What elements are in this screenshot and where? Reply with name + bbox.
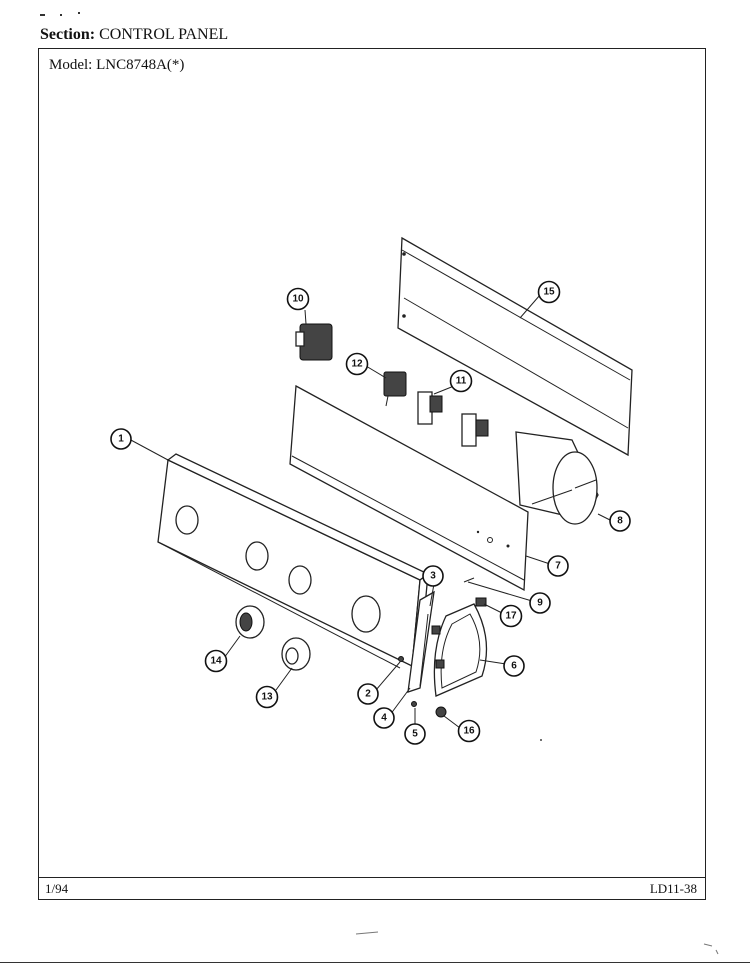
callout-label-6: 6 [511, 661, 517, 672]
knob-part-14 [235, 605, 265, 639]
diagram-frame: Model: LNC8748A(*) 1/94 LD11-38 [38, 48, 706, 900]
callout-label-2: 2 [365, 689, 371, 700]
page-bottom-rule [0, 962, 750, 963]
leader-lines [128, 294, 613, 729]
callout-12: 12 [345, 352, 369, 376]
front-console-part [157, 453, 430, 669]
callout-11: 11 [449, 369, 473, 393]
callout-label-5: 5 [412, 729, 418, 740]
callout-label-15: 15 [543, 287, 555, 298]
model-label: Model: [49, 57, 93, 73]
callout-5: 5 [404, 723, 426, 745]
callout-14: 14 [204, 649, 228, 673]
light-bracket-part [431, 603, 488, 697]
callout-9: 9 [529, 592, 551, 614]
callout-label-10: 10 [292, 294, 304, 305]
section-value: CONTROL PANEL [99, 26, 229, 43]
revision-date: 1/94 [45, 881, 69, 896]
switch-part-11 [417, 391, 489, 447]
callout-label-7: 7 [555, 561, 561, 572]
scan-mark [60, 14, 62, 16]
callout-6: 6 [503, 655, 525, 677]
callout-label-11: 11 [456, 376, 467, 387]
callout-7: 7 [547, 555, 569, 577]
callout-label-4: 4 [381, 713, 387, 724]
footer-rule [39, 877, 705, 878]
control-bracket-part [289, 384, 529, 592]
callout-label-1: 1 [118, 434, 124, 445]
callout-label-9: 9 [537, 598, 543, 609]
callout-17: 17 [499, 604, 523, 628]
model-line: Model: LNC8748A(*) [49, 57, 184, 74]
callout-8: 8 [609, 510, 631, 532]
callout-label-16: 16 [463, 726, 475, 737]
switch-part-10 [295, 323, 333, 361]
end-cap-part [407, 590, 435, 693]
callout-10: 10 [286, 287, 310, 311]
document-code: LD11-38 [649, 881, 697, 896]
rear-panel-part [397, 236, 633, 457]
callout-label-13: 13 [261, 692, 273, 703]
callout-16: 16 [457, 719, 481, 743]
callout-label-14: 14 [210, 656, 222, 667]
callout-15: 15 [537, 280, 561, 304]
knob-part-13 [281, 637, 311, 671]
callout-4: 4 [373, 707, 395, 729]
section-label: Section: [40, 26, 96, 43]
timer-part [515, 431, 599, 525]
callout-3: 3 [422, 565, 444, 587]
callout-13: 13 [255, 685, 279, 709]
callout-label-12: 12 [351, 359, 363, 370]
hardware-parts [398, 577, 487, 718]
model-value: LNC8748A(*) [96, 57, 185, 73]
scan-mark [78, 12, 80, 14]
scan-dot [540, 739, 542, 741]
scan-mark [703, 943, 719, 955]
callout-1: 1 [110, 428, 132, 450]
scan-mark [40, 14, 45, 16]
callout-label-17: 17 [505, 611, 517, 622]
callout-label-3: 3 [430, 571, 436, 582]
scan-mark [355, 931, 379, 935]
callout-2: 2 [357, 683, 379, 705]
section-heading: Section: CONTROL PANEL [40, 26, 228, 44]
callout-label-8: 8 [617, 516, 623, 527]
switch-part-12 [383, 371, 407, 407]
